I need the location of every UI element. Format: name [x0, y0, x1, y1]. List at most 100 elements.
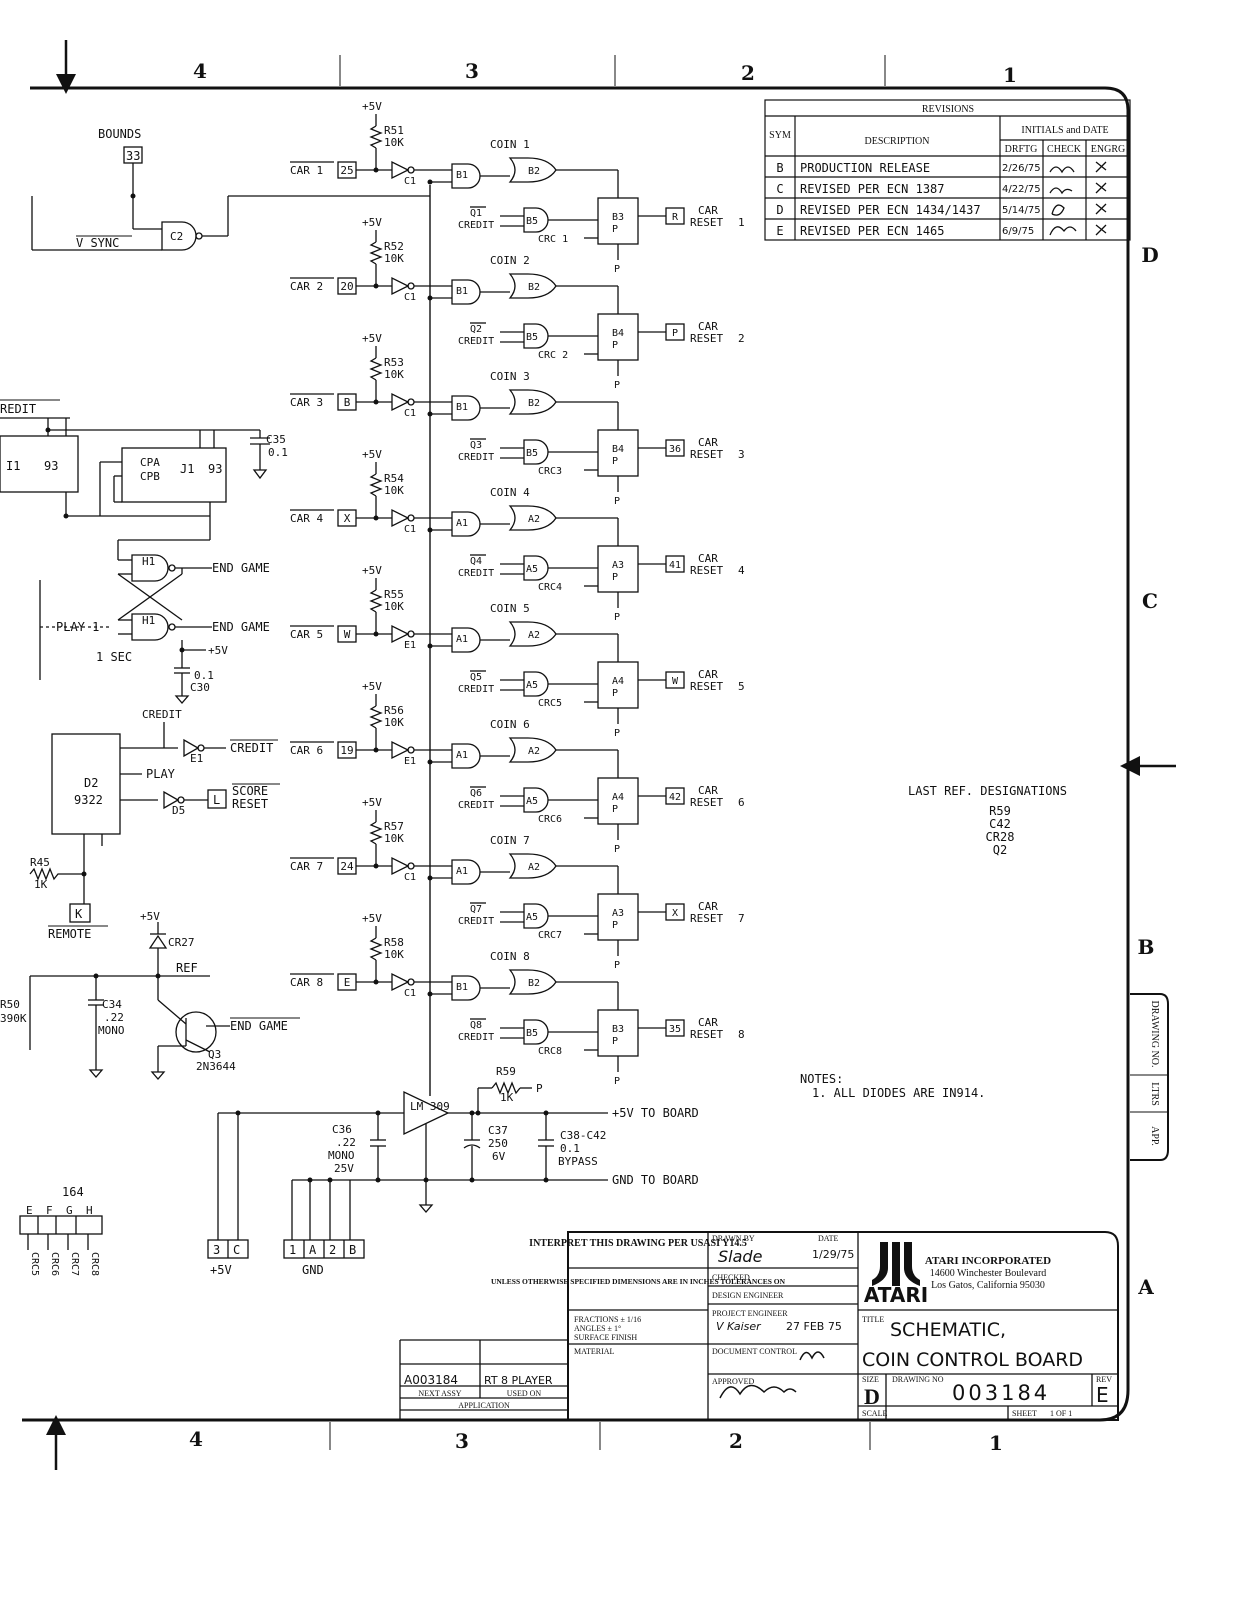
crc-tap-label: CRC8 [89, 1252, 100, 1276]
resistor-icon [369, 241, 383, 265]
revisions-col-sym: SYM [769, 130, 791, 141]
i1-label: I1 [6, 459, 20, 473]
zone-row-c: C [1142, 589, 1158, 613]
zone-top-3: 3 [465, 59, 479, 83]
project-engineer-date: 27 FEB 75 [786, 1320, 842, 1333]
last-ref-item: CR28 [986, 830, 1015, 844]
gnd-to-board: GND TO BOARD [612, 1173, 699, 1187]
pin-label: 19 [340, 744, 353, 757]
pin-label: E [344, 976, 351, 989]
credit-label: CREDIT [458, 684, 494, 695]
inverter-gate [391, 856, 410, 876]
next-assy-value: A003184 [404, 1373, 458, 1387]
junction-dot [373, 631, 379, 637]
revisions-title: REVISIONS [922, 104, 974, 115]
junction-dot [373, 747, 379, 753]
revisions-col-drftg: DRFTG [1005, 144, 1038, 155]
pin-gnd-a: A [309, 1243, 317, 1257]
or-gate [508, 621, 557, 647]
supply-label: +5V [362, 332, 382, 345]
zone-bottom-3: 3 [455, 1429, 469, 1453]
vsync-label: V SYNC [76, 236, 119, 250]
reset-number: 4 [738, 564, 745, 577]
reset-label: RESET [690, 332, 723, 345]
crc-tap-label: CRC5 [29, 1252, 40, 1276]
end-game-label: END GAME [212, 620, 270, 634]
r45-value: 1K [34, 878, 48, 891]
supply-label: +5V [362, 796, 382, 809]
c36-mono: MONO [328, 1149, 355, 1162]
pin-box [665, 439, 685, 457]
reset-number: 6 [738, 796, 745, 809]
zone-row-b: B [1138, 935, 1155, 959]
last-ref-item: R59 [989, 804, 1011, 818]
d2-part: 9322 [74, 793, 103, 807]
reset-pin-label: 36 [669, 444, 681, 455]
revision-row: C REVISED PER ECN 1387 4/22/75 [776, 182, 1040, 196]
zone-top-1: 1 [1003, 63, 1017, 87]
car-reset-label: CAR [698, 552, 718, 565]
crc-label: CRC8 [538, 1046, 562, 1057]
revisions-col-engrg: ENGRG [1091, 144, 1125, 155]
reset-pin-label: 42 [669, 792, 681, 803]
c37-value: 250 [488, 1137, 508, 1150]
flip-flop-label: B4 [612, 444, 624, 455]
drawn-by-label: DRAWN BY [712, 1234, 755, 1243]
reset-pin-label: R [672, 212, 679, 223]
reset-label: RESET [690, 796, 723, 809]
junction-dot [427, 179, 433, 185]
inverter-label: E1 [404, 756, 416, 767]
reset-pin-label: P [672, 328, 678, 339]
flip-flop-label: A3 [612, 560, 624, 571]
pin-box [665, 1019, 685, 1037]
supply-label: +5V [362, 564, 382, 577]
reset-label: RESET [690, 564, 723, 577]
c37-voltage: 6V [492, 1150, 506, 1163]
resistor-icon [369, 473, 383, 497]
resistor-label: R54 [384, 472, 404, 485]
side-tab-app: APP. [1149, 1126, 1160, 1146]
reset-label: RESET [690, 448, 723, 461]
or-gate-label: A2 [528, 746, 540, 757]
h1-gate-label: H1 [142, 614, 155, 627]
flip-flop-label: B3 [612, 212, 624, 223]
crc-label: CRC 2 [538, 350, 568, 361]
pin-box [665, 903, 685, 921]
car-input-label: CAR 2 [290, 280, 323, 293]
or-gate [508, 505, 557, 531]
company-name: ATARI INCORPORATED [925, 1255, 1051, 1267]
last-ref-designations: LAST REF. DESIGNATIONS R59 C42 CR28 Q2 [908, 784, 1067, 857]
revision-description: REVISED PER ECN 1465 [800, 224, 945, 238]
notes: NOTES: 1. ALL DIODES ARE IN914. [800, 1072, 985, 1100]
and-gate-label: B1 [456, 286, 468, 297]
and-gate [523, 903, 549, 929]
crc-label: CRC4 [538, 582, 562, 593]
credit-gate-label: A5 [526, 796, 538, 807]
material-label: MATERIAL [574, 1347, 615, 1356]
angles-note: ANGLES ± 1° [574, 1324, 621, 1333]
resistor-value: 10K [384, 484, 404, 497]
remote-pin: K [75, 907, 83, 921]
preset-label: P [614, 844, 620, 855]
resistor-value: 10K [384, 600, 404, 613]
channel-wiring [290, 114, 685, 260]
zone-labels: 4 3 2 1 4 3 2 1 D C B A [189, 59, 1159, 1455]
resistor-label: R57 [384, 820, 404, 833]
credit-label: CREDIT [458, 452, 494, 463]
drawing-number: 003184 [952, 1381, 1050, 1405]
car-input-label: CAR 4 [290, 512, 323, 525]
play1-label: PLAY 1 [56, 620, 99, 634]
revision-sym: E [776, 224, 783, 238]
chip-pin-e: E [26, 1204, 33, 1217]
preset-label: P [614, 960, 620, 971]
credit-label: CREDIT [458, 336, 494, 347]
surface-note: SURFACE FINISH [574, 1333, 637, 1342]
or-gate-label: A2 [528, 862, 540, 873]
credit-gate-label: A5 [526, 912, 538, 923]
junction-dot [427, 411, 433, 417]
reset-number: 3 [738, 448, 745, 461]
inverter-gate [391, 508, 410, 528]
